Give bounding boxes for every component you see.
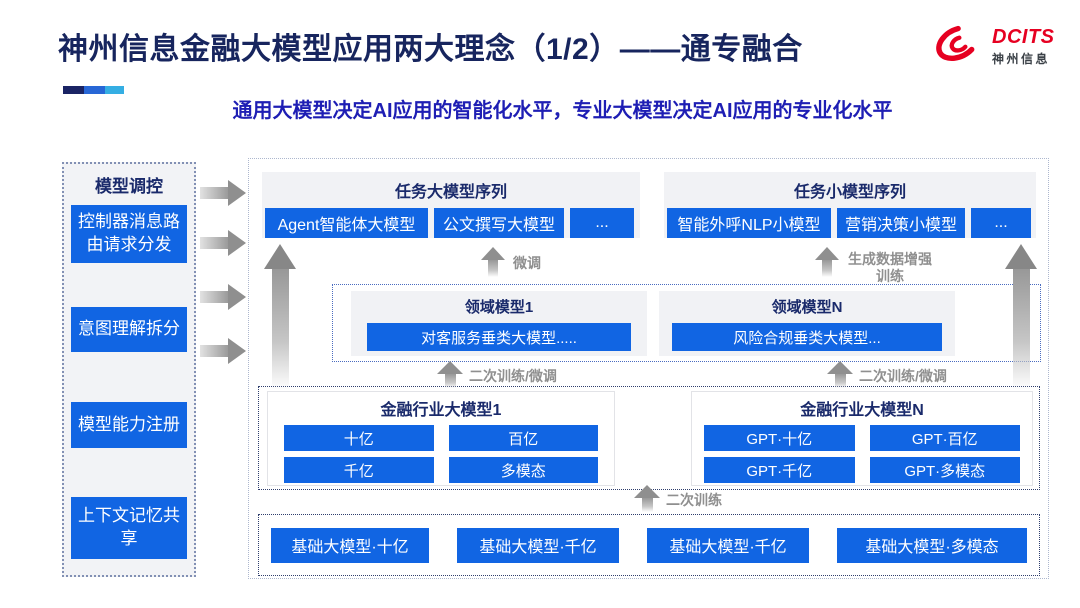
up-arrow-icon [437, 361, 463, 388]
sidebar-item-router: 控制器消息路由请求分发 [71, 205, 187, 263]
model-box-base-billion: 基础大模型·十亿 [271, 527, 429, 563]
up-arrow-icon [264, 244, 296, 390]
up-arrow-icon [481, 247, 505, 277]
accent-segment-blue [84, 86, 105, 94]
label-retrain-finetune-left: 二次训练/微调 [469, 368, 557, 384]
sidebar-item-intent: 意图理解拆分 [71, 307, 187, 352]
sidebar-title: 模型调控 [95, 177, 163, 196]
group-title: 任务小模型序列 [793, 184, 906, 201]
right-arrow-icon [200, 180, 246, 206]
model-box-hundred-billion: 千亿 [284, 457, 434, 483]
sidebar-item-register: 模型能力注册 [71, 402, 187, 448]
page-title: 神州信息金融大模型应用两大理念（1/2）——通专融合 [58, 33, 803, 66]
accent-bar [63, 86, 124, 94]
model-box-customer-service: 对客服务垂类大模型..... [367, 323, 631, 351]
accent-segment-cyan [105, 86, 124, 94]
right-arrow-icon [200, 338, 246, 364]
main-diagram-frame [248, 158, 1049, 579]
model-box-document: 公文撰写大模型 [434, 208, 564, 238]
group-title: 金融行业大模型N [800, 402, 924, 419]
label-retrain: 二次训练 [666, 492, 722, 508]
group-title: 任务大模型序列 [394, 184, 507, 201]
industry-model-1: 金融行业大模型1 十亿 百亿 千亿 多模态 [267, 391, 615, 486]
up-arrow-icon [815, 247, 839, 277]
industry-grid: 十亿 百亿 千亿 多模态 [268, 420, 614, 483]
up-arrow-icon [827, 361, 853, 388]
group-industry-models: 金融行业大模型1 十亿 百亿 千亿 多模态 金融行业大模型N GPT·十亿 GP… [258, 386, 1040, 490]
up-arrow-icon [1005, 244, 1037, 390]
group-title: 领域模型1 [464, 299, 534, 316]
task-large-items: Agent智能体大模型 公文撰写大模型 ... [262, 202, 640, 238]
group-task-small-models: 任务小模型序列 智能外呼NLP小模型 营销决策小模型 ... [664, 172, 1036, 238]
model-box-ten-billion: 百亿 [448, 425, 598, 451]
model-box-ellipsis: ... [570, 208, 634, 238]
domain-model-n: 领域模型N 风险合规垂类大模型... [659, 291, 955, 356]
model-box-billion: 十亿 [284, 425, 434, 451]
group-title: 领域模型N [771, 299, 843, 316]
right-arrow-icon [200, 284, 246, 310]
model-box-nlp-call: 智能外呼NLP小模型 [667, 208, 831, 238]
sidebar-item-context: 上下文记忆共享 [71, 497, 187, 559]
model-box-gpt-hundred-billion: GPT·千亿 [704, 457, 855, 483]
model-box-base-hundred-billion-1: 基础大模型·千亿 [457, 527, 619, 563]
model-box-agent: Agent智能体大模型 [265, 208, 428, 238]
company-logo: DCITS 神州信息 [932, 16, 1062, 76]
dcits-swirl-icon [932, 21, 986, 72]
model-box-gpt-multimodal: GPT·多模态 [869, 457, 1020, 483]
model-box-marketing: 营销决策小模型 [837, 208, 965, 238]
model-box-base-hundred-billion-2: 基础大模型·千亿 [647, 527, 809, 563]
model-box-ellipsis: ... [971, 208, 1031, 238]
industry-model-n: 金融行业大模型N GPT·十亿 GPT·百亿 GPT·千亿 GPT·多模态 [691, 391, 1033, 486]
label-gen-data-training: 生成数据增强训练 [848, 251, 932, 284]
model-box-multimodal: 多模态 [448, 457, 598, 483]
group-domain-models: 领域模型1 对客服务垂类大模型..... 领域模型N 风险合规垂类大模型... [332, 284, 1041, 362]
logo-cn-name: 神州信息 [992, 51, 1051, 66]
label-retrain-finetune-right: 二次训练/微调 [859, 368, 947, 384]
logo-text: DCITS 神州信息 [992, 26, 1055, 67]
model-box-risk-compliance: 风险合规垂类大模型... [672, 323, 942, 351]
group-base-models: 基础大模型·十亿 基础大模型·千亿 基础大模型·千亿 基础大模型·多模态 [258, 514, 1040, 576]
domain-model-1: 领域模型1 对客服务垂类大模型..... [351, 291, 647, 356]
logo-name: DCITS [992, 25, 1055, 48]
industry-grid: GPT·十亿 GPT·百亿 GPT·千亿 GPT·多模态 [692, 420, 1032, 483]
right-arrow-icon [200, 230, 246, 256]
group-title: 金融行业大模型1 [380, 402, 502, 419]
task-small-items: 智能外呼NLP小模型 营销决策小模型 ... [664, 202, 1036, 238]
subtitle: 通用大模型决定AI应用的智能化水平，专业大模型决定AI应用的专业化水平 [232, 100, 893, 122]
label-finetune: 微调 [513, 255, 541, 271]
model-box-base-multimodal: 基础大模型·多模态 [837, 527, 1027, 563]
group-task-large-models: 任务大模型序列 Agent智能体大模型 公文撰写大模型 ... [262, 172, 640, 238]
model-box-gpt-ten-billion: GPT·百亿 [869, 425, 1020, 451]
accent-segment-navy [63, 86, 84, 94]
model-box-gpt-billion: GPT·十亿 [704, 425, 855, 451]
up-arrow-icon [634, 485, 660, 512]
sidebar-model-control: 模型调控 控制器消息路由请求分发 意图理解拆分 模型能力注册 上下文记忆共享 [62, 162, 196, 577]
